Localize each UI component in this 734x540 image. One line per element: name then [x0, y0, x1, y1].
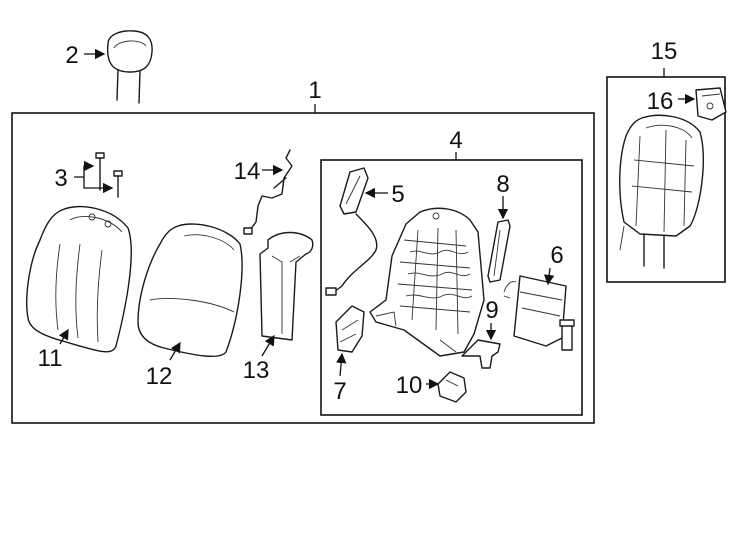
callout-10: 10	[396, 372, 423, 399]
wire-harness-part	[243, 149, 293, 235]
callout-16: 16	[647, 88, 674, 115]
frame-assembly-box	[320, 159, 583, 416]
callout-9: 9	[485, 297, 498, 324]
rear-seat-box	[606, 76, 726, 283]
leader-11	[58, 328, 69, 345]
callout-1: 1	[308, 77, 321, 104]
callout-11: 11	[38, 345, 63, 372]
callout-5: 5	[391, 181, 404, 208]
seat-frame-part	[369, 207, 485, 357]
leader-6	[543, 267, 555, 286]
seatback-assembly-box	[11, 112, 595, 424]
small-bracket-part	[461, 339, 501, 369]
motor-part	[335, 305, 365, 353]
leader-12	[169, 341, 181, 361]
rear-seatback-part	[619, 114, 704, 269]
leader-3a	[74, 160, 95, 178]
rear-module-part	[695, 87, 727, 121]
leader-13	[261, 334, 275, 357]
callout-8: 8	[496, 171, 509, 198]
leader-7	[335, 352, 347, 377]
pin-parts	[95, 152, 123, 198]
callout-2: 2	[65, 42, 78, 69]
control-module-part	[503, 275, 575, 351]
callout-4: 4	[449, 127, 462, 154]
callout-6: 6	[550, 242, 563, 269]
clip-part	[437, 371, 467, 403]
callout-3: 3	[54, 165, 67, 192]
callout-13: 13	[243, 357, 270, 384]
headrest-part	[106, 30, 153, 104]
sensor-cable-part	[325, 167, 378, 296]
seatback-cover-part	[26, 205, 132, 353]
back-panel-part	[259, 231, 314, 341]
seatback-pad-part	[137, 223, 243, 357]
callout-7: 7	[333, 378, 346, 405]
callout-15: 15	[651, 38, 678, 65]
bracket-rail-part	[487, 219, 511, 283]
leader-3b	[83, 177, 114, 194]
callout-12: 12	[146, 363, 173, 390]
callout-14: 14	[234, 158, 261, 185]
